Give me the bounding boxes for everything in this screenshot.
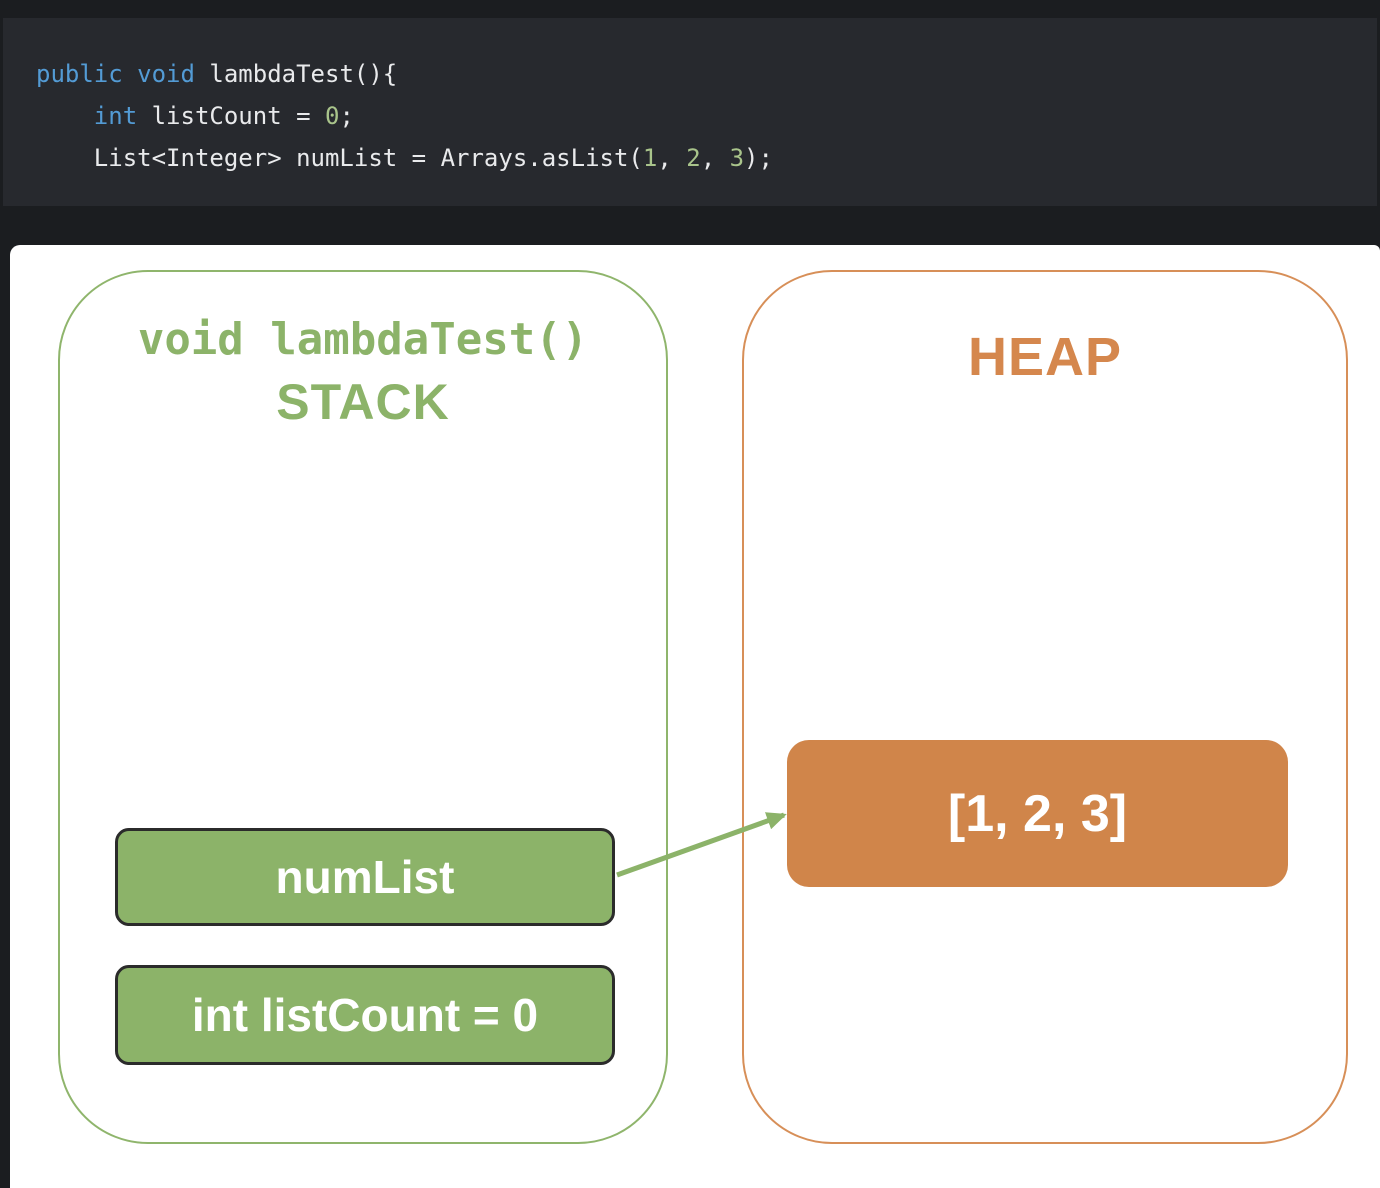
heap-region-box: HEAP [1, 2, 3] — [742, 270, 1348, 1144]
code-line: List<Integer> numList = Arrays.asList(1,… — [36, 137, 1377, 179]
code-editor-panel: public void lambdaTest(){ int listCount … — [3, 18, 1377, 206]
code-token: 0 — [325, 102, 340, 130]
heap-region-label: HEAP — [967, 327, 1123, 387]
code-token: lambdaTest(){ — [194, 60, 398, 88]
heap-object-list: [1, 2, 3] — [787, 740, 1288, 887]
heap-object-label: [1, 2, 3] — [947, 784, 1128, 843]
code-token: ); — [744, 144, 773, 172]
stack-region-label: STACK — [276, 374, 450, 430]
code-token: 2 — [686, 144, 701, 172]
code-token — [36, 102, 94, 130]
code-token: void — [137, 60, 195, 88]
code-token: , — [700, 144, 730, 172]
code-token — [123, 60, 137, 88]
code-token: ; — [339, 102, 354, 130]
stack-variable-label: int listCount = 0 — [191, 989, 539, 1041]
code-token: public — [36, 60, 123, 88]
code-token: 3 — [729, 144, 745, 172]
code-token: , — [657, 144, 687, 172]
code-line: public void lambdaTest(){ — [36, 53, 1377, 95]
code-line: int listCount = 0; — [36, 95, 1377, 137]
code-token: listCount = — [137, 102, 325, 130]
stack-variable-listcount: int listCount = 0 — [115, 965, 615, 1065]
stack-frame-box: void lambdaTest() STACK numList int list… — [58, 270, 668, 1144]
reference-arrow-icon — [616, 812, 787, 878]
code-token: int — [93, 102, 138, 130]
stack-variable-label: numList — [275, 851, 455, 903]
code-token: List<Integer> numList = Arrays.asList( — [36, 144, 643, 172]
memory-diagram-panel: void lambdaTest() STACK numList int list… — [10, 245, 1380, 1188]
stack-frame-method-title: void lambdaTest() — [137, 314, 589, 365]
code-token: 1 — [642, 144, 658, 172]
stack-variable-numlist: numList — [115, 828, 615, 926]
